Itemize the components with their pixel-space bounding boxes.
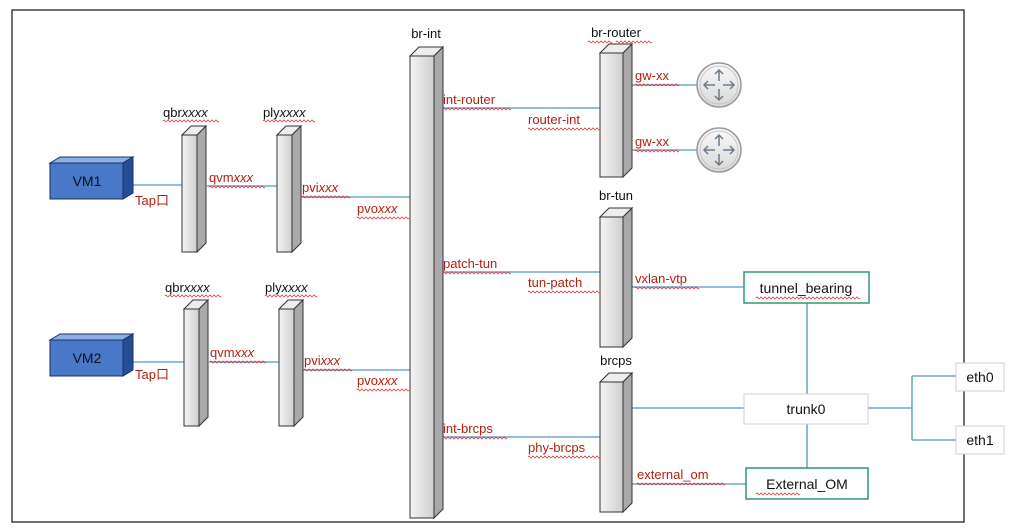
qbr-bar-1 bbox=[180, 124, 208, 254]
spellcheck-squiggle bbox=[208, 185, 266, 189]
spellcheck-squiggle bbox=[634, 149, 680, 153]
tunnel-bearing-label: tunnel_bearing bbox=[760, 280, 853, 296]
br-router-bar bbox=[598, 42, 634, 179]
router-icon bbox=[696, 127, 742, 173]
bridge-bars bbox=[180, 42, 634, 520]
external-om-box: External_OM bbox=[745, 467, 869, 500]
vxlan-vtp-label: vxlan-vtp bbox=[635, 271, 687, 286]
spellcheck-squiggle bbox=[442, 436, 508, 440]
brcps-label: brcps bbox=[600, 353, 632, 368]
external-om-label: External_OM bbox=[766, 476, 848, 492]
spellcheck-squiggle bbox=[356, 216, 410, 220]
spellcheck-squiggle bbox=[587, 40, 613, 44]
brcps-bar bbox=[598, 371, 634, 514]
spellcheck-squiggle bbox=[527, 290, 601, 294]
int-router-label: int-router bbox=[443, 92, 496, 107]
tun-patch-label: tun-patch bbox=[528, 275, 582, 290]
trunk0-box: trunk0 bbox=[743, 393, 869, 425]
qbr-label-2: qbrxxxx bbox=[165, 280, 210, 295]
vm2-box: VM2 bbox=[48, 333, 135, 377]
vm2-label: VM2 bbox=[73, 350, 102, 366]
spellcheck-squiggle bbox=[209, 360, 267, 364]
trunk0-label: trunk0 bbox=[787, 401, 826, 417]
spellcheck-squiggle bbox=[755, 492, 801, 496]
spellcheck-squiggle bbox=[527, 455, 601, 459]
spellcheck-squiggle bbox=[303, 368, 353, 372]
pvo-label-1: pvoxxx bbox=[357, 201, 398, 216]
router-int-label: router-int bbox=[528, 112, 580, 127]
pvo-label-2: pvoxxx bbox=[357, 373, 398, 388]
int-brcps-label: int-brcps bbox=[443, 421, 493, 436]
gw-label-1: gw-xx bbox=[635, 68, 669, 83]
spellcheck-squiggle bbox=[634, 83, 680, 87]
ply-label-2: plyxxxx bbox=[265, 280, 308, 295]
qvm-label-2: qvmxxx bbox=[210, 345, 255, 360]
br-int-label: br-int bbox=[411, 26, 441, 41]
spellcheck-squiggle bbox=[636, 482, 726, 486]
spellcheck-squiggle bbox=[162, 119, 220, 123]
diagram-frame bbox=[11, 9, 965, 523]
spellcheck-squiggle bbox=[634, 286, 700, 290]
ply-label-1: plyxxxx bbox=[263, 105, 306, 120]
spellcheck-squiggle bbox=[527, 127, 601, 131]
spellcheck-squiggle bbox=[755, 296, 861, 300]
qbr-label-1: qbrxxxx bbox=[163, 105, 208, 120]
gw-label-2: gw-xx bbox=[635, 134, 669, 149]
pvi-label-1: pvixxx bbox=[302, 180, 339, 195]
eth0-box: eth0 bbox=[955, 362, 1005, 392]
qbr-bar-2 bbox=[182, 298, 210, 428]
eth1-box: eth1 bbox=[955, 425, 1005, 455]
external-om-port-label: external_om bbox=[637, 467, 709, 482]
br-tun-bar bbox=[598, 206, 634, 349]
tap-label-1: Tap口 bbox=[135, 193, 169, 208]
eth1-label: eth1 bbox=[966, 432, 993, 448]
br-int-bar bbox=[408, 45, 445, 520]
phy-brcps-label: phy-brcps bbox=[528, 440, 586, 455]
router-icon bbox=[696, 62, 742, 108]
pvi-label-2: pvixxx bbox=[304, 353, 341, 368]
spellcheck-squiggle bbox=[264, 294, 318, 298]
ply-bar-2 bbox=[277, 298, 305, 428]
br-router-label: br-router bbox=[591, 25, 642, 40]
spellcheck-squiggle bbox=[301, 195, 351, 199]
qvm-label-1: qvmxxx bbox=[209, 170, 254, 185]
ply-bar-1 bbox=[275, 124, 303, 254]
vm1-label: VM1 bbox=[73, 173, 102, 189]
spellcheck-squiggle bbox=[442, 271, 512, 275]
vm1-box: VM1 bbox=[48, 156, 135, 200]
spellcheck-squiggle bbox=[615, 40, 653, 44]
eth0-label: eth0 bbox=[966, 369, 993, 385]
spellcheck-squiggle bbox=[442, 107, 512, 111]
tap-label-2: Tap口 bbox=[135, 367, 169, 382]
spellcheck-squiggle bbox=[164, 294, 222, 298]
spellcheck-underlines bbox=[162, 40, 861, 496]
br-tun-label: br-tun bbox=[599, 188, 633, 203]
patch-tun-label: patch-tun bbox=[443, 256, 497, 271]
spellcheck-squiggle bbox=[262, 119, 316, 123]
spellcheck-squiggle bbox=[356, 388, 410, 392]
